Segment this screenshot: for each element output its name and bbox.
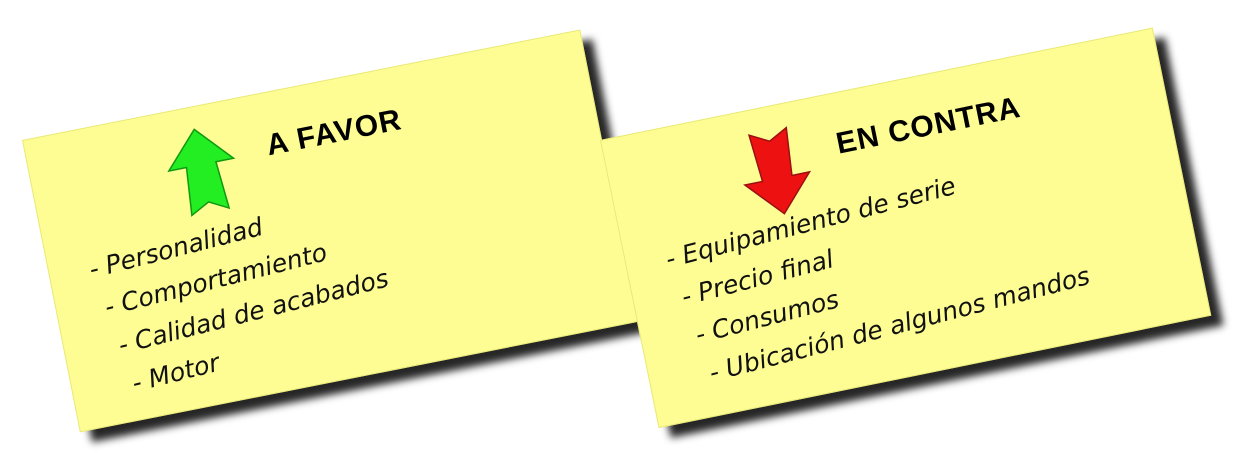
arrow-up-icon <box>167 128 236 217</box>
pros-title: A FAVOR <box>263 103 405 163</box>
cons-list: - Equipamiento de serie - Precio final -… <box>662 158 1098 397</box>
pros-list: - Personalidad - Comportamiento - Calida… <box>86 194 403 408</box>
cons-title: EN CONTRA <box>833 90 1024 161</box>
arrow-down-icon <box>743 126 812 215</box>
cons-note: EN CONTRA - Equipamiento de serie - Prec… <box>600 27 1212 429</box>
pros-note: A FAVOR - Personalidad - Comportamiento … <box>22 29 639 433</box>
